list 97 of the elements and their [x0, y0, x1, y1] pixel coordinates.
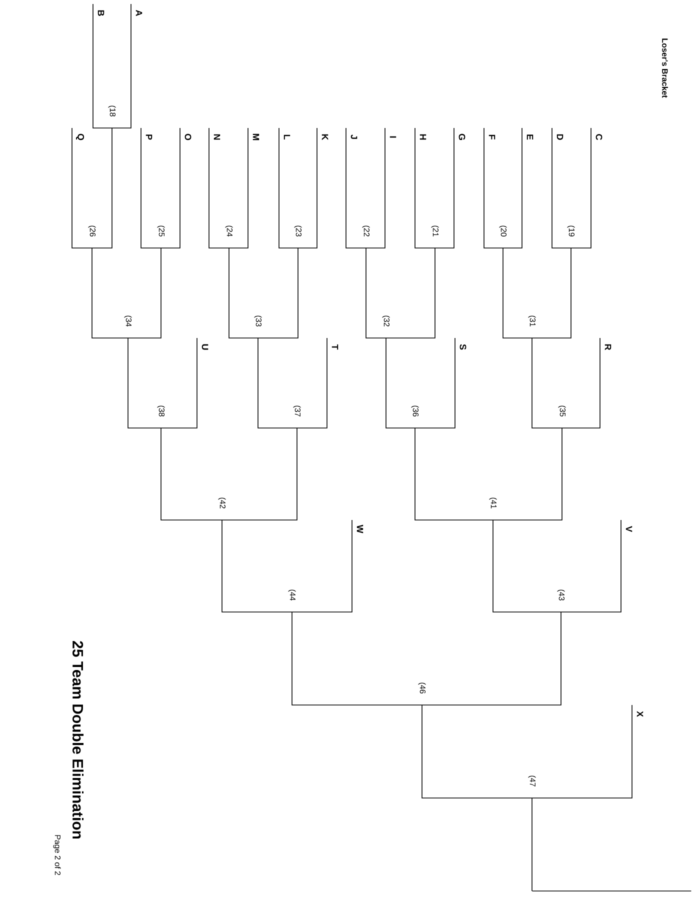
team-letter: E — [526, 134, 534, 140]
team-letter: D — [556, 134, 564, 140]
bracket-line — [228, 248, 258, 338]
bracket-line — [208, 128, 230, 248]
match-number: (20 — [499, 226, 507, 236]
bracket-line — [258, 338, 298, 428]
bracket-line — [414, 428, 494, 520]
bracket-line — [366, 248, 386, 338]
team-letter: F — [488, 134, 496, 140]
bracket-line — [160, 338, 198, 428]
bracket-line — [112, 4, 132, 128]
team-letter: J — [350, 134, 358, 139]
team-letter: R — [604, 344, 612, 350]
team-letter: B — [98, 10, 104, 16]
bracket-line — [72, 128, 92, 248]
bracket-line — [560, 520, 622, 612]
match-number: (47 — [528, 776, 536, 786]
bracket-line — [532, 704, 632, 798]
bracket-line — [484, 128, 504, 248]
team-letter: A — [136, 10, 142, 16]
bracket-line — [222, 428, 298, 520]
bracket-line — [292, 612, 422, 706]
bracket-line — [492, 520, 562, 612]
bracket-line — [552, 128, 572, 248]
bracket-line — [296, 338, 328, 428]
bracket-line — [92, 4, 112, 128]
bracket-line — [386, 248, 436, 338]
bracket-line — [532, 248, 572, 338]
bracket-line — [128, 338, 162, 428]
bracket-line — [386, 338, 416, 428]
match-number: (23 — [294, 226, 302, 236]
team-letter: I — [390, 136, 396, 138]
team-letter: P — [146, 134, 152, 140]
match-number: (19 — [567, 226, 575, 236]
bracket-line — [422, 704, 532, 798]
bracket-line — [298, 128, 318, 248]
match-number: (46 — [418, 682, 426, 694]
team-letter: U — [202, 344, 208, 350]
bracket-line — [502, 248, 532, 338]
match-number: (41 — [489, 498, 497, 508]
bracket-line — [414, 338, 456, 428]
bracket-line — [140, 128, 162, 248]
page-number: Page 2 of 2 — [53, 835, 61, 876]
bracket-line — [92, 248, 128, 338]
bracket-line — [562, 338, 600, 428]
team-letter: N — [214, 134, 220, 140]
bracket-line — [228, 128, 248, 248]
match-number: (37 — [293, 406, 301, 416]
match-number: (36 — [411, 406, 419, 416]
bracket-line — [434, 128, 454, 248]
bracket-line — [160, 428, 222, 520]
team-letter: M — [252, 134, 260, 140]
bracket-line — [366, 128, 386, 248]
bracket-line — [492, 428, 562, 520]
bracket-line — [414, 128, 436, 248]
bracket-line — [222, 520, 292, 612]
bracket-line — [128, 248, 162, 338]
team-letter: L — [284, 134, 290, 140]
winner-line — [532, 890, 692, 892]
match-number: (43 — [557, 590, 565, 600]
match-number: (31 — [528, 316, 536, 326]
match-number: (21 — [431, 226, 439, 236]
team-letter: H — [420, 134, 426, 140]
match-number: (32 — [382, 316, 390, 326]
bracket-line — [532, 338, 562, 428]
team-letter: G — [458, 134, 466, 140]
team-letter: C — [596, 134, 602, 140]
bracket-line — [346, 128, 366, 248]
bracket-line — [160, 128, 180, 248]
bracket-line — [92, 128, 112, 248]
team-letter: X — [636, 711, 644, 717]
match-number: (42 — [218, 498, 226, 508]
bracket-line — [292, 520, 352, 612]
match-number: (35 — [558, 406, 566, 416]
team-letter: T — [332, 344, 338, 350]
team-letter: Q — [76, 134, 84, 140]
match-number: (44 — [288, 590, 296, 601]
match-number: (33 — [254, 316, 262, 326]
match-number: (38 — [157, 406, 165, 416]
team-letter: V — [626, 526, 632, 532]
bracket-line — [570, 128, 592, 248]
match-number: (25 — [157, 226, 165, 236]
match-number: (22 — [362, 226, 370, 236]
match-number: (26 — [88, 226, 96, 236]
bracket-heading: Loser's Bracket — [662, 38, 668, 98]
team-letter: S — [460, 344, 466, 350]
bracket-line — [422, 612, 562, 706]
bracket-line — [502, 128, 522, 248]
match-number: (24 — [225, 226, 233, 237]
team-letter: O — [184, 134, 192, 140]
team-letter: K — [322, 134, 328, 140]
title: 25 Team Double Elimination — [72, 641, 84, 839]
team-letter: W — [356, 524, 364, 534]
bracket-line — [278, 128, 298, 248]
match-number: (18 — [108, 106, 116, 116]
match-number: (34 — [124, 316, 132, 327]
bracket-line — [258, 248, 298, 338]
